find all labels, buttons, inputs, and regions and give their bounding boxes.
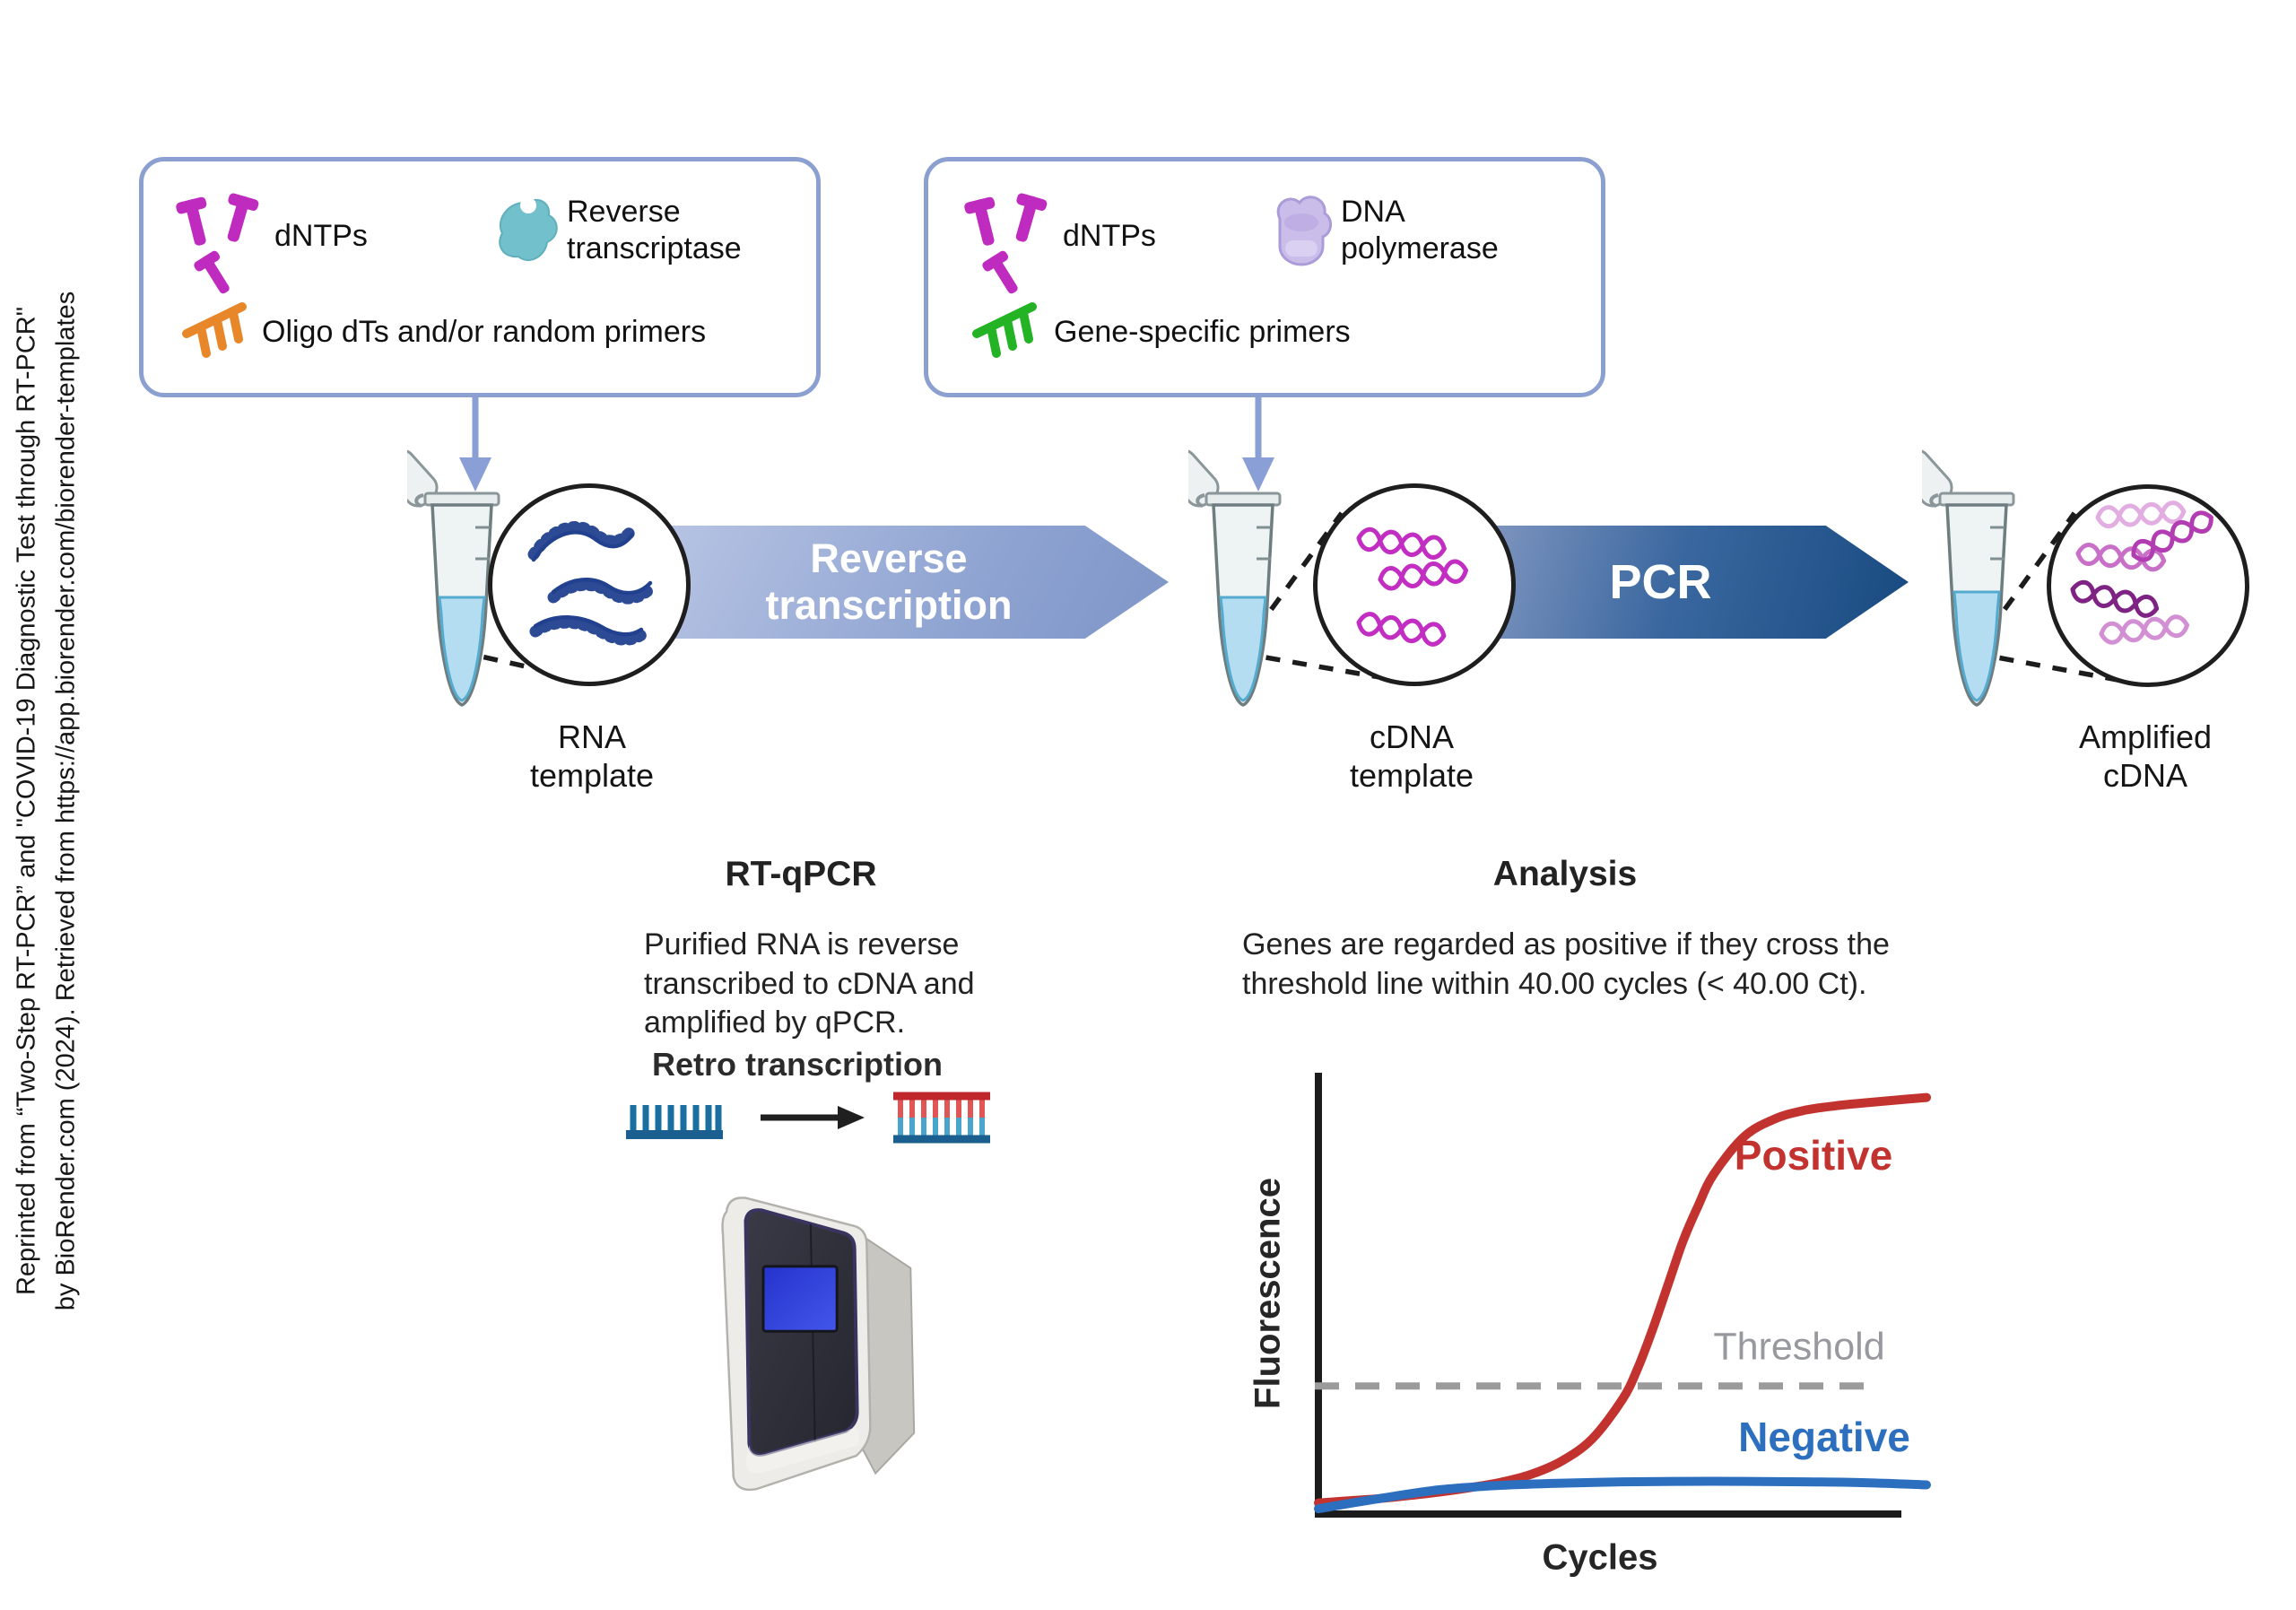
tube-cdna — [1188, 448, 1282, 707]
amplified-cdna-circle — [2047, 484, 2249, 687]
dntps-icon — [176, 193, 259, 294]
rtqpcr-description: Purified RNA is reverse transcribed to c… — [644, 927, 975, 1040]
cdna-template-label: cDNA template — [1349, 718, 1474, 795]
positive-curve-label: Positive — [1734, 1132, 1893, 1179]
tube-rna — [407, 448, 500, 707]
amplified-cdna-helices-icon — [2070, 500, 2213, 645]
analysis-title: Analysis — [1492, 855, 1638, 893]
threshold-label: Threshold — [1713, 1325, 1885, 1369]
gene-primers-label: Gene-specific primers — [1054, 315, 1351, 349]
negative-curve — [1314, 1476, 1931, 1514]
y-axis-label: Fluorescence — [1248, 1178, 1288, 1409]
retro-transcription-diagram — [626, 1092, 990, 1144]
dna-polymerase-icon — [1276, 196, 1332, 266]
rna-strands-icon — [527, 521, 657, 646]
reagent-box-reverse-transcription: dNTPs Reverse transcriptase Oligo dTs an… — [139, 157, 821, 397]
tube-amplified — [1922, 448, 2015, 707]
down-arrow-icon — [459, 391, 1274, 492]
dsdna-ladder-icon — [893, 1092, 990, 1144]
cdna-template-circle — [1313, 483, 1516, 686]
x-axis-label: Cycles — [1542, 1537, 1658, 1578]
pcr-arrow-label: PCR — [1609, 555, 1712, 609]
qpcr-machine-illustration — [721, 1197, 916, 1492]
amplified-cdna-label: Amplified cDNA — [2078, 718, 2213, 795]
ssdna-comb-icon — [626, 1105, 723, 1139]
analysis-description: Genes are regarded as positive if they c… — [1242, 927, 1890, 1001]
oligo-primers-label: Oligo dTs and/or random primers — [262, 315, 707, 349]
dntps-icon — [964, 193, 1048, 294]
rna-template-circle — [488, 483, 691, 686]
rtqpcr-title: RT-qPCR — [725, 855, 877, 893]
reverse-transcriptase-label: Reverse transcriptase — [567, 195, 742, 266]
reagent-box-pcr: dNTPs DNA polymerase Gene-specific prime… — [924, 157, 1605, 397]
pcr-arrow: PCR — [1484, 526, 1909, 639]
dntps-label: dNTPs — [1063, 219, 1156, 253]
oligo-dt-random-primer-icon — [182, 302, 247, 358]
chart-axes — [1315, 1073, 1901, 1518]
dntps-label: dNTPs — [274, 219, 368, 253]
right-arrow-icon — [761, 1106, 865, 1129]
gene-specific-primer-icon — [972, 302, 1037, 358]
chart-curves — [1314, 1092, 1931, 1514]
dna-polymerase-label: DNA polymerase — [1341, 195, 1499, 266]
reverse-transcription-arrow: Reverse transcription — [668, 526, 1169, 639]
reverse-transcription-arrow-label: Reverse transcription — [765, 535, 1013, 628]
negative-curve-label: Negative — [1738, 1414, 1910, 1460]
cdna-helices-icon — [1356, 527, 1468, 647]
reverse-transcriptase-icon — [499, 197, 558, 261]
rna-template-label: RNA template — [529, 718, 655, 795]
retro-transcription-label: Retro transcription — [651, 1046, 944, 1083]
